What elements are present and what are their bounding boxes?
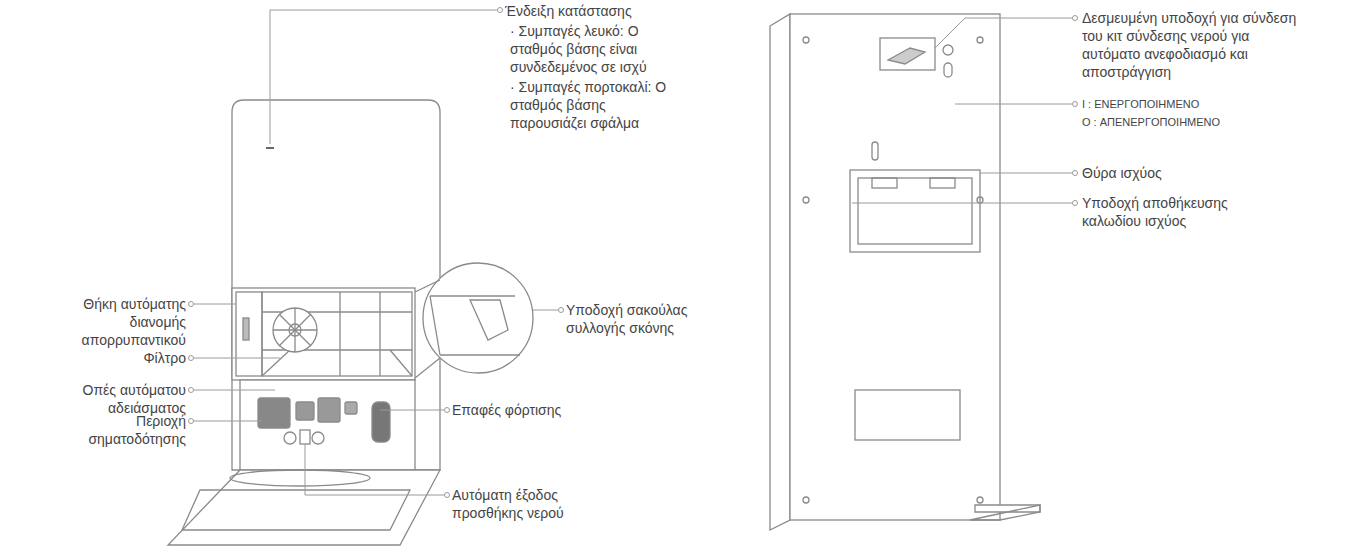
callout-label: Φίλτρο	[66, 349, 186, 367]
leader-dots	[189, 8, 1078, 498]
callout-label: I : ΕΝΕΡΓΟΠΟΙΗΜΕΝΟ	[1082, 96, 1302, 112]
callout-label: Δεσμευμένη υποδοχή για σύνδεση του κιτ σ…	[1082, 9, 1307, 81]
callout-label: Υποδοχή αποθήκευσης καλωδίου ισχύος	[1082, 194, 1252, 230]
callout-label: Περιοχή σηματοδότησης	[66, 412, 186, 448]
callout-label: Επαφές φόρτισης	[452, 401, 652, 419]
callout-label: Θήκη αυτόματης διανομής απορρυπαντικού	[66, 295, 186, 349]
callout-label: Ένδειξη κατάστασης	[505, 2, 705, 20]
callout-label: Αυτόματη έξοδος προσθήκης νερού	[452, 486, 577, 522]
callout-label: Θύρα ισχύος	[1082, 164, 1302, 182]
callout-label: O : ΑΠΕΝΕΡΓΟΠΟΙΗΜΕΝΟ	[1082, 114, 1302, 130]
callout-label: · Συμπαγές πορτοκαλί: Ο σταθμός βάσης πα…	[510, 78, 678, 132]
callout-label: Οπές αυτόματου αδειάσματος	[66, 381, 186, 417]
leader-lines	[194, 10, 1072, 495]
callout-label: Υποδοχή σακούλας συλλογής σκόνης	[566, 301, 726, 337]
callout-label: · Συμπαγές λευκό: Ο σταθμός βάσης είναι …	[510, 22, 678, 76]
